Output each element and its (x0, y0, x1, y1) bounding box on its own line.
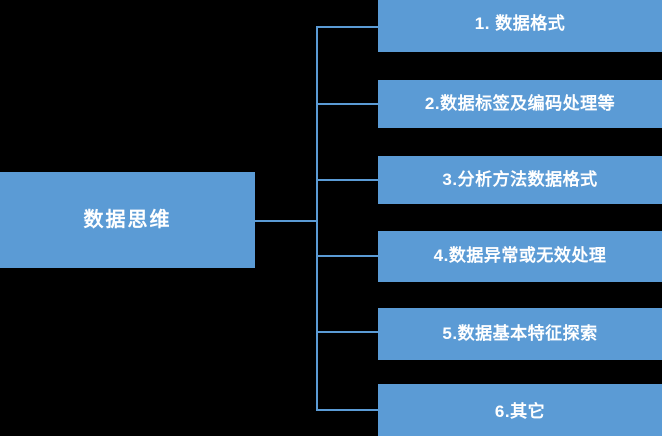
child-node-3[interactable]: 3.分析方法数据格式 (378, 156, 662, 204)
child-node-1[interactable]: 1. 数据格式 (378, 0, 662, 52)
connector-branch-2 (317, 103, 378, 105)
child-node-2-label: 2.数据标签及编码处理等 (424, 93, 616, 113)
child-node-3-label: 3.分析方法数据格式 (442, 169, 598, 189)
connector-trunk (316, 26, 318, 411)
connector-branch-1 (317, 26, 378, 28)
child-node-4[interactable]: 4.数据异常或无效处理 (378, 231, 662, 282)
child-node-6-label: 6.其它 (494, 401, 546, 421)
child-node-2[interactable]: 2.数据标签及编码处理等 (378, 80, 662, 128)
connector-root-stub (255, 220, 317, 222)
root-node[interactable]: 数据思维 (0, 172, 255, 268)
connector-branch-3 (317, 179, 378, 181)
root-node-label: 数据思维 (83, 209, 172, 231)
connector-branch-4 (317, 255, 378, 257)
connector-branch-5 (317, 331, 378, 333)
child-node-5[interactable]: 5.数据基本特征探索 (378, 308, 662, 360)
child-node-5-label: 5.数据基本特征探索 (442, 323, 598, 343)
child-node-6[interactable]: 6.其它 (378, 384, 662, 436)
child-node-1-label: 1. 数据格式 (474, 13, 566, 33)
child-node-4-label: 4.数据异常或无效处理 (433, 246, 607, 266)
connector-branch-6 (317, 409, 378, 411)
